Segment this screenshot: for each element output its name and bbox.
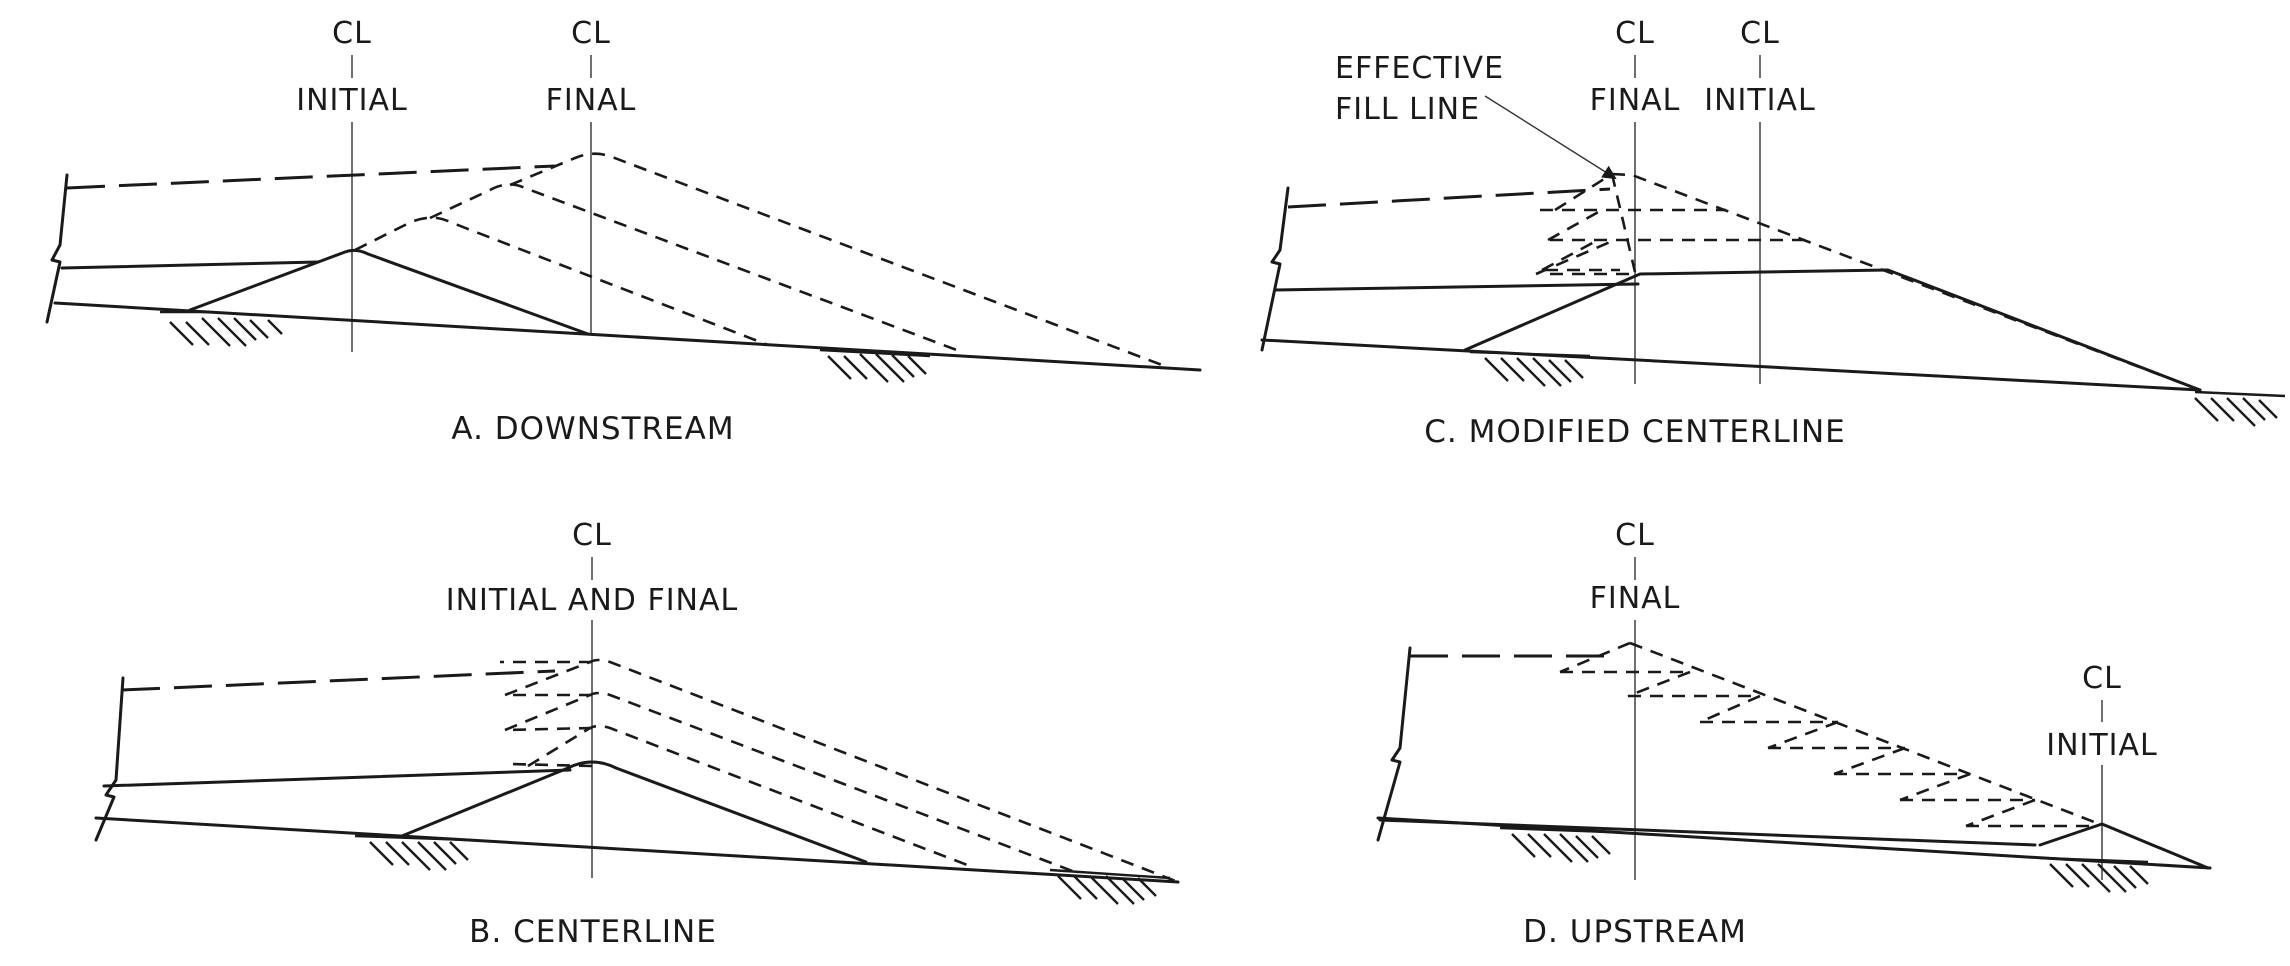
panel-title: A. DOWNSTREAM (451, 411, 734, 447)
panel-b-centerline: CL INITIAL AND FINAL B. CENTERLINE (94, 518, 1180, 950)
centerline-initial-marker: CL INITIAL (1704, 16, 1816, 384)
ground-hatch (160, 310, 931, 383)
final-label: FINAL (1590, 581, 1681, 616)
final-label: FINAL (1590, 83, 1681, 118)
centerline-initial-marker: CL INITIAL (2046, 661, 2158, 880)
upstream-raise-slope (1629, 641, 2103, 827)
starter-dam (400, 760, 868, 864)
break-symbol (1376, 646, 1412, 842)
initial-tailings-surface (102, 768, 572, 788)
final-label: FINAL (546, 83, 637, 118)
final-tailings-surface (66, 164, 556, 190)
centerline-final-marker: CL FINAL (1590, 16, 1681, 384)
ground-hatch (1499, 826, 2149, 893)
centerline-marker: CL INITIAL AND FINAL (446, 518, 738, 878)
final-tailings-surface (1287, 187, 1611, 209)
raise-1 (527, 724, 971, 868)
cl-label: CL (572, 518, 612, 553)
initial-tailings-surface (1378, 818, 2037, 847)
effective-fill-line-label: EFFECTIVE (1335, 51, 1504, 86)
final-tailings-surface (121, 669, 556, 692)
raise-2 (429, 183, 963, 354)
raise-1 (354, 216, 769, 347)
panel-d-upstream: CL FINAL CL INITIAL D. UPSTREAM (1376, 518, 2212, 950)
panel-title: D. UPSTREAM (1523, 914, 1747, 950)
initial-tailings-surface (1273, 282, 1640, 292)
panel-c-modified-centerline: EFFECTIVE FILL LINE CL FINAL CL INITIAL … (1260, 16, 2286, 450)
fill-step-lines (1535, 172, 1808, 276)
ground-line (1260, 338, 2202, 392)
break-symbol (1260, 186, 1290, 352)
panel-a-downstream: CL INITIAL CL FINAL A. DOWNSTRE (45, 16, 1202, 447)
embankment (1463, 268, 2202, 392)
ground-line (53, 301, 1202, 372)
initial-and-final-label: INITIAL AND FINAL (446, 583, 738, 618)
final-slope (1611, 172, 2201, 392)
centerline-final-marker: CL FINAL (1590, 518, 1681, 880)
centerline-final-marker: CL FINAL (546, 16, 637, 335)
cl-label: CL (1615, 16, 1655, 51)
raise-2 (504, 691, 1076, 874)
effective-fill-line-label-2: FILL LINE (1335, 92, 1480, 127)
initial-label: INITIAL (1704, 83, 1816, 118)
ground-line (94, 816, 1180, 884)
cl-label: CL (1740, 16, 1780, 51)
cl-label: CL (2082, 661, 2122, 696)
centerline-initial-marker: CL INITIAL (296, 16, 408, 352)
annotation-arrow (1484, 95, 1617, 180)
break-symbol (94, 676, 125, 842)
effective-fill-line (1610, 173, 1637, 273)
starter-dike (2038, 822, 2210, 870)
panel-title: B. CENTERLINE (469, 914, 717, 950)
cl-label: CL (1615, 518, 1655, 553)
initial-label: INITIAL (2046, 728, 2158, 763)
raise-3 (509, 152, 1171, 370)
panel-title: C. MODIFIED CENTERLINE (1424, 414, 1845, 450)
break-symbol (45, 173, 69, 324)
cl-label: CL (332, 16, 372, 51)
initial-tailings-surface (60, 260, 320, 270)
initial-label: INITIAL (296, 83, 408, 118)
ground-hatch (354, 834, 1171, 905)
cl-label: CL (571, 16, 611, 51)
ground-hatch (1469, 350, 2286, 427)
upstream-raise-steps (1559, 641, 2090, 828)
